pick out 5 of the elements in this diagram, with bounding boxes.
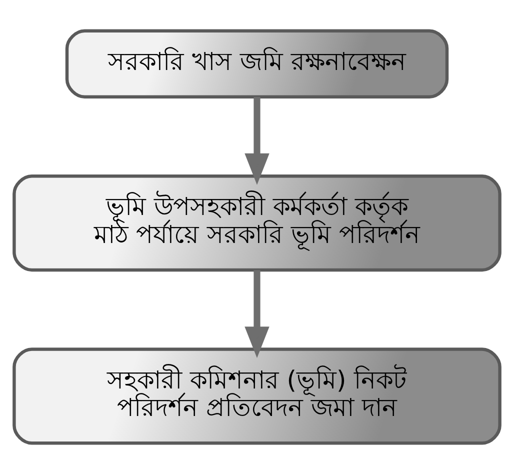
arrow xyxy=(244,96,270,184)
arrow xyxy=(244,270,270,358)
node-box: ভূমি উপসহকারী কর্মকর্তা কর্তৃক মাঠ পর্যায়ে সরকারি ভূমি পরিদর্শন xyxy=(12,174,502,272)
node-box: সহকারী কমিশনার (ভূমি) নিকট পরিদর্শন প্রতিবেদন জমা দান xyxy=(12,347,502,444)
node-box: সরকারি খাস জমি রক্ষনাবেক্ষন xyxy=(65,28,449,98)
